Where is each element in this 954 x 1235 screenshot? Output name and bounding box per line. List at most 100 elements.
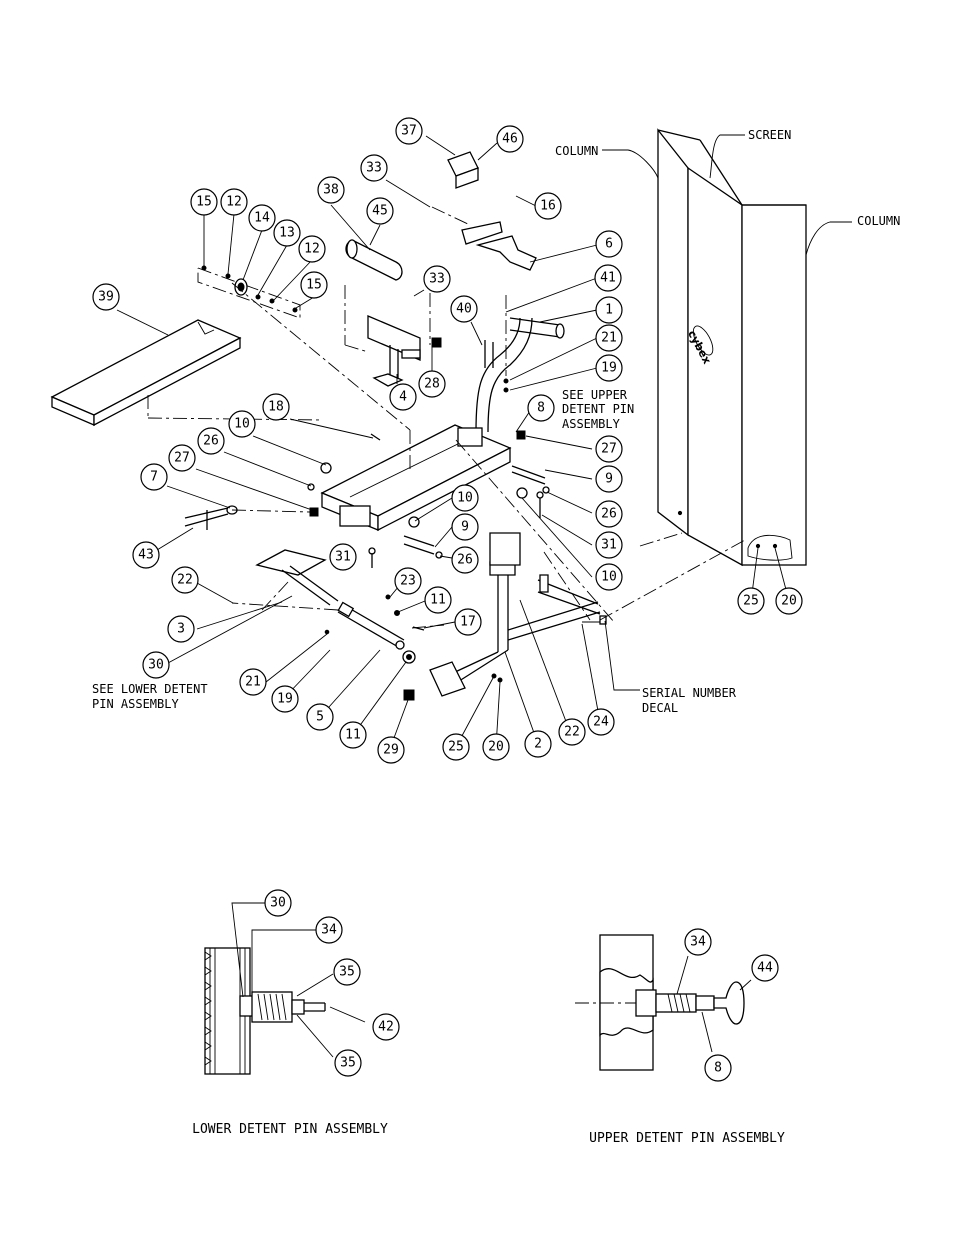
callout-circle xyxy=(366,197,394,225)
callout-circle xyxy=(360,154,388,182)
callout-bubble: 7 xyxy=(140,463,168,491)
arm-assembly xyxy=(431,151,565,433)
callout-number: 22 xyxy=(564,725,580,740)
callout-circle xyxy=(271,685,299,713)
callout-number: 19 xyxy=(277,692,293,707)
callout-bubble: 2 xyxy=(524,730,552,758)
callout-number: 25 xyxy=(448,740,464,755)
callout-circle xyxy=(595,435,623,463)
callout-bubble: 41 xyxy=(594,264,622,292)
callout-circle xyxy=(197,427,225,455)
callout-circle xyxy=(451,484,479,512)
callout-bubble: 26 xyxy=(451,546,479,574)
callout-circle xyxy=(595,500,623,528)
callout-circle xyxy=(595,563,623,591)
callout-bubble: 11 xyxy=(339,721,367,749)
callout-bubble: 4 xyxy=(389,383,417,411)
callout-bubble: 26 xyxy=(197,427,225,455)
column-screen-assembly: cybex xyxy=(657,128,807,567)
callout-bubble: 46 xyxy=(496,125,524,153)
callout-number: 10 xyxy=(457,491,473,506)
lower-lever xyxy=(255,549,425,701)
callout-bubble: 35 xyxy=(333,958,361,986)
callout-number: 12 xyxy=(304,242,320,257)
callout-bubble: 17 xyxy=(454,608,482,636)
callout-bubble: 43 xyxy=(132,541,160,569)
callout-number: 17 xyxy=(460,615,476,630)
callout-bubble: 6 xyxy=(595,230,623,258)
callout-bubble: 10 xyxy=(228,410,256,438)
see-upper-note-line1: SEE UPPER xyxy=(562,388,628,402)
callout-number: 37 xyxy=(401,124,417,139)
column-label-right: COLUMN xyxy=(857,214,900,228)
callout-bubble: 39 xyxy=(92,283,120,311)
callout-circle xyxy=(704,1054,732,1082)
callout-number: 9 xyxy=(461,520,469,535)
callout-bubble: 25 xyxy=(737,587,765,615)
callout-bubble: 37 xyxy=(395,117,423,145)
callout-number: 3 xyxy=(177,622,185,637)
callout-number: 8 xyxy=(714,1061,722,1076)
callout-number: 15 xyxy=(196,195,212,210)
callout-number: 42 xyxy=(378,1020,394,1035)
callout-bubble: 1 xyxy=(595,296,623,324)
callout-number: 27 xyxy=(601,442,617,457)
callout-bubble: 27 xyxy=(595,435,623,463)
see-upper-note-line2: DETENT PIN xyxy=(562,402,634,416)
callout-number: 43 xyxy=(138,548,154,563)
callout-bubble: 29 xyxy=(377,736,405,764)
callout-circle xyxy=(317,176,345,204)
callout-circle xyxy=(595,465,623,493)
callout-number: 1 xyxy=(605,303,613,318)
callout-circle xyxy=(333,958,361,986)
callout-number: 10 xyxy=(234,417,250,432)
callout-number: 26 xyxy=(601,507,617,522)
callout-bubble: 24 xyxy=(587,708,615,736)
callout-circle xyxy=(315,916,343,944)
callout-bubble: 31 xyxy=(595,531,623,559)
callout-circle xyxy=(262,393,290,421)
callout-bubble: 14 xyxy=(248,204,276,232)
callout-circle xyxy=(329,543,357,571)
callout-circle xyxy=(132,541,160,569)
callout-circle xyxy=(300,271,328,299)
callout-circle xyxy=(684,928,712,956)
callout-bubble: 31 xyxy=(329,543,357,571)
callout-bubble: 34 xyxy=(684,928,712,956)
callout-circle xyxy=(424,586,452,614)
callout-number: 31 xyxy=(601,538,617,553)
callout-number: 13 xyxy=(279,226,295,241)
callout-bubble: 13 xyxy=(273,219,301,247)
callout-number: 39 xyxy=(98,290,114,305)
see-lower-note-line1: SEE LOWER DETENT xyxy=(92,682,208,696)
callout-number: 25 xyxy=(743,594,759,609)
callout-number: 38 xyxy=(323,183,339,198)
callout-number: 46 xyxy=(502,132,518,147)
callout-circle xyxy=(587,708,615,736)
callout-circle xyxy=(171,566,199,594)
callout-circle xyxy=(751,954,779,982)
callout-circle xyxy=(595,296,623,324)
callout-bubble: 20 xyxy=(775,587,803,615)
callout-circle xyxy=(442,733,470,761)
serial-number-note-line1: SERIAL NUMBER xyxy=(642,686,737,700)
callout-number: 27 xyxy=(174,451,190,466)
callout-number: 21 xyxy=(245,675,261,690)
callout-bubble: 33 xyxy=(360,154,388,182)
callout-number: 2 xyxy=(534,737,542,752)
callout-circle xyxy=(92,283,120,311)
callout-circle xyxy=(558,718,586,746)
callout-number: 24 xyxy=(593,715,609,730)
callout-number: 16 xyxy=(540,199,556,214)
callout-circle xyxy=(454,608,482,636)
callout-circle xyxy=(595,531,623,559)
callout-bubble: 18 xyxy=(262,393,290,421)
callout-bubble: 16 xyxy=(534,192,562,220)
callout-bubble: 44 xyxy=(751,954,779,982)
see-upper-note-line3: ASSEMBLY xyxy=(562,417,621,431)
callout-bubble: 27 xyxy=(168,444,196,472)
callout-number: 22 xyxy=(177,573,193,588)
callout-number: 11 xyxy=(345,728,361,743)
callout-number: 26 xyxy=(203,434,219,449)
